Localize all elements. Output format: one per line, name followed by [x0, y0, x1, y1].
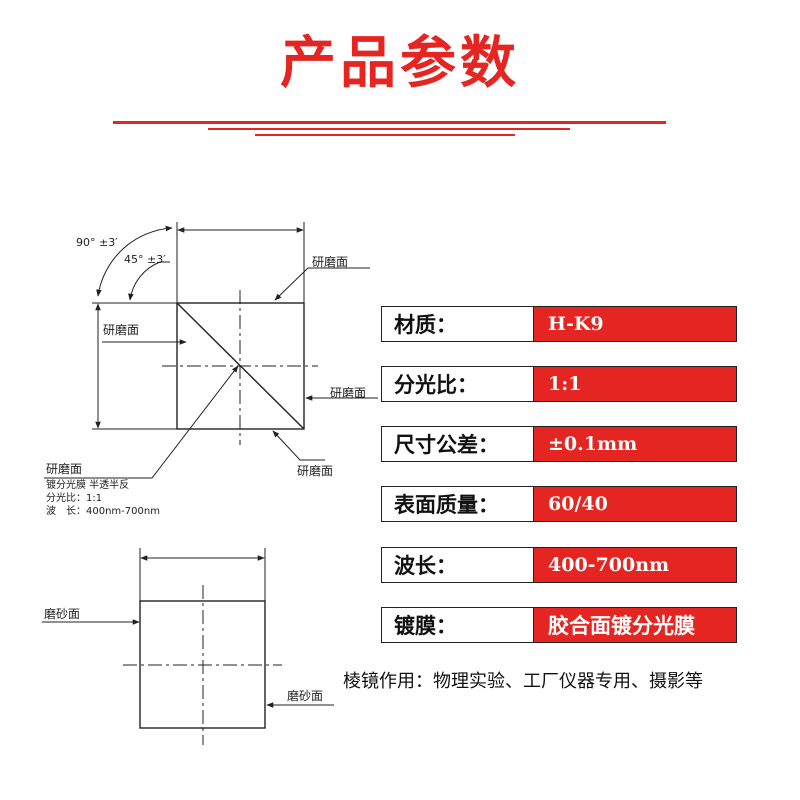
spec-row-tolerance: 尺寸公差： ±0.1mm: [381, 426, 737, 462]
frosted-label-left: 磨砂面: [44, 607, 80, 621]
title-divider-top: [113, 121, 666, 124]
spec-value: 1:1: [534, 367, 736, 401]
spec-label: 材质：: [382, 307, 534, 341]
title-divider-middle: [208, 128, 570, 130]
face-label-left: 研磨面: [103, 323, 139, 337]
spec-label: 波长：: [382, 548, 534, 582]
spec-value: 60/40: [534, 487, 736, 521]
face-label-bottom: 研磨面: [297, 464, 333, 478]
spec-label: 分光比：: [382, 367, 534, 401]
angle-45-arc: [128, 261, 161, 301]
spec-label: 尺寸公差：: [382, 427, 534, 461]
coating-note-line-3: 分光比：1:1: [46, 491, 102, 504]
spec-label: 镀膜：: [382, 608, 534, 642]
top-view: [44, 222, 378, 479]
spec-value: 400-700nm: [534, 548, 736, 582]
leader-bottom: [272, 430, 325, 461]
angle-45-label: 45° ±3′: [124, 253, 166, 266]
leader-top-right: [274, 267, 370, 301]
leader-coating: [44, 365, 239, 479]
spec-row-split-ratio: 分光比： 1:1: [381, 366, 737, 402]
spec-value: ±0.1mm: [534, 427, 736, 461]
face-label-right: 研磨面: [330, 386, 366, 400]
side-view: [42, 548, 334, 745]
angle-90-label: 90° ±3′: [76, 236, 118, 249]
usage-note: 棱镜作用：物理实验、工厂仪器专用、摄影等: [343, 671, 703, 692]
title-divider-bottom: [255, 134, 515, 136]
angle-90-arc: [96, 225, 173, 297]
coating-note-line-2: 镀分光膜 半透半反: [46, 478, 129, 491]
spec-row-surface-quality: 表面质量： 60/40: [381, 486, 737, 522]
face-label-top-right: 研磨面: [312, 255, 348, 269]
spec-row-material: 材质： H-K9: [381, 306, 737, 342]
spec-row-coating: 镀膜： 胶合面镀分光膜: [381, 607, 737, 643]
spec-row-wavelength: 波长： 400-700nm: [381, 547, 737, 583]
spec-value: 胶合面镀分光膜: [534, 608, 736, 642]
coating-note-line-1: 研磨面: [46, 462, 82, 476]
coating-note-line-4: 波 长：400nm-700nm: [46, 504, 160, 517]
page-title: 产品参数: [280, 31, 520, 96]
frosted-label-right: 磨砂面: [287, 689, 323, 703]
spec-label: 表面质量：: [382, 487, 534, 521]
spec-value: H-K9: [534, 307, 736, 341]
